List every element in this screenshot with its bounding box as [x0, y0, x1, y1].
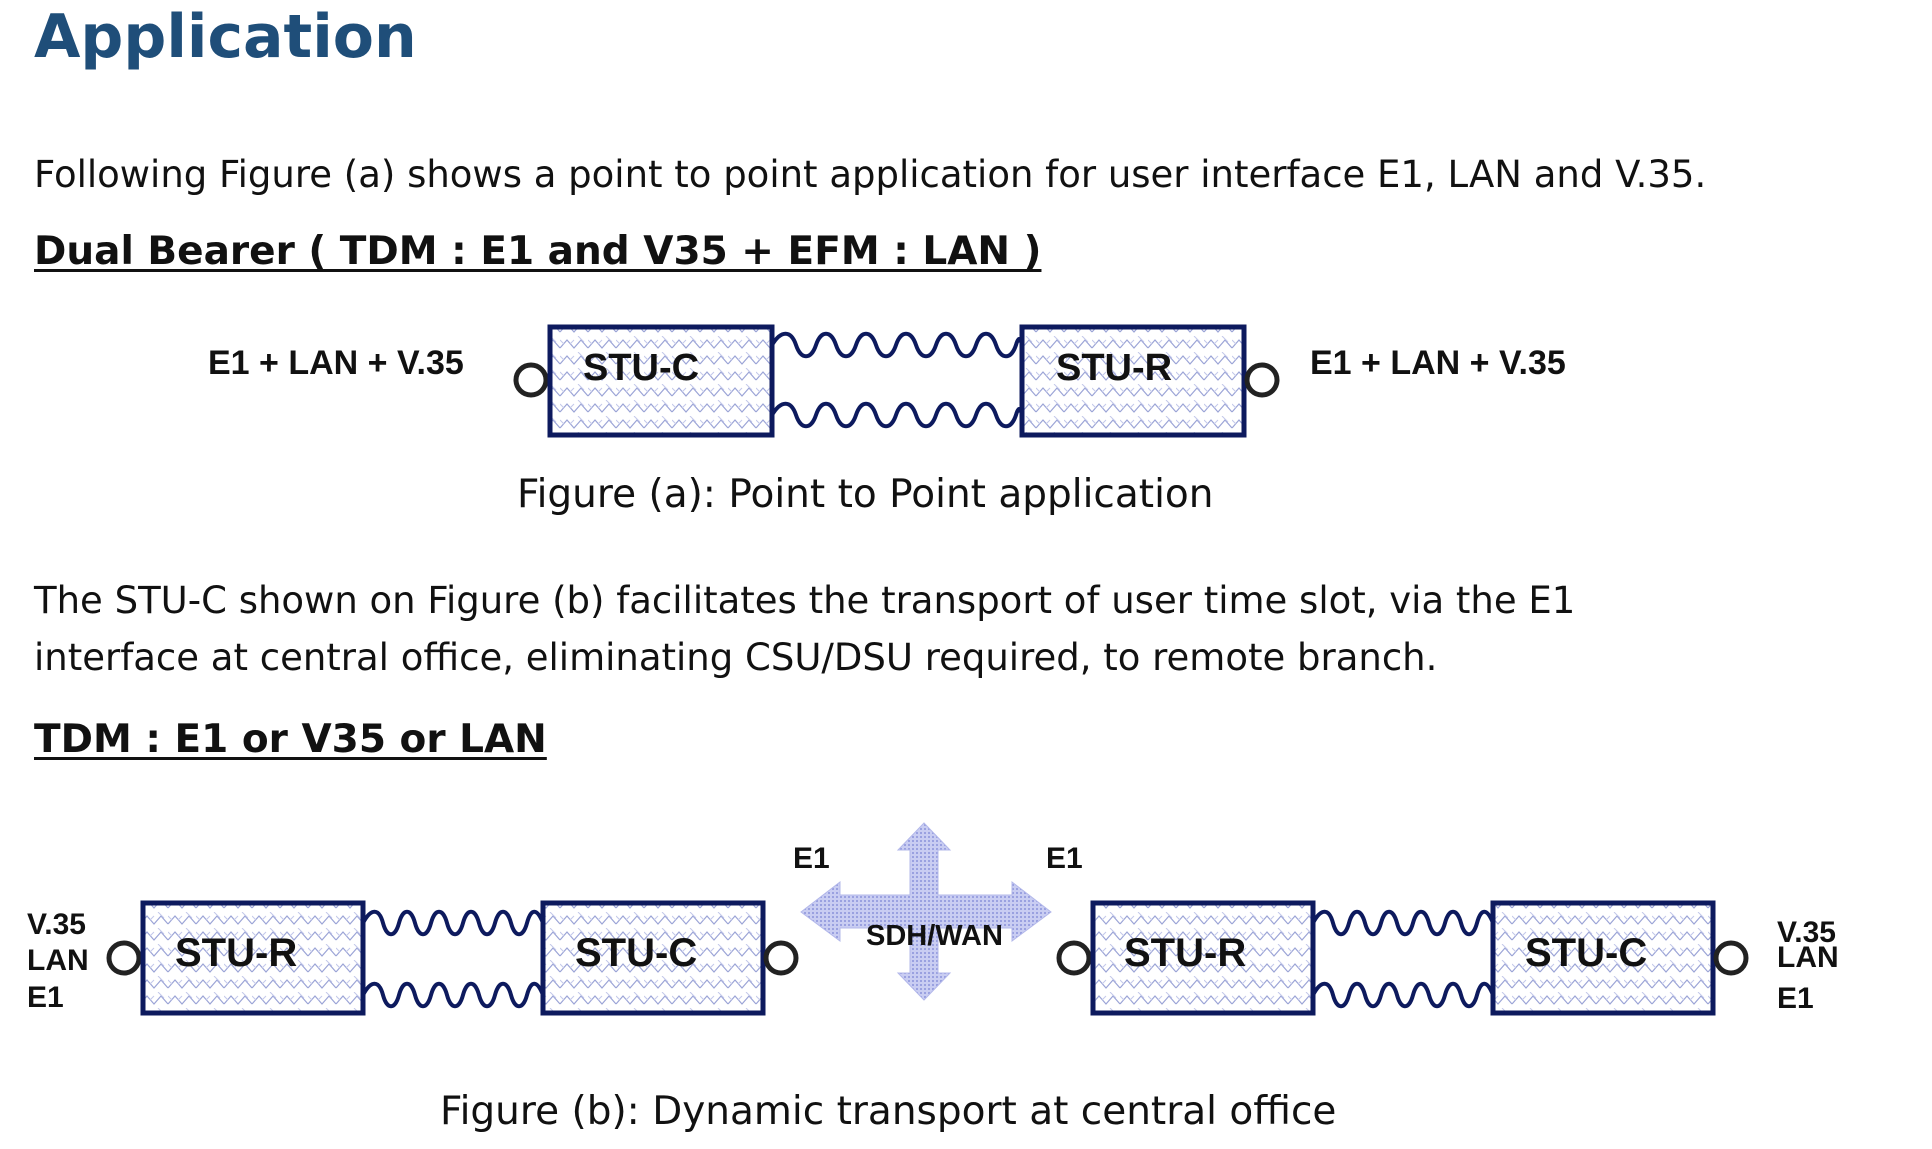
fig-b-left-port-v35: V.35: [27, 908, 86, 941]
fig-b-right-port-v35: V.35: [1777, 916, 1836, 949]
fig-b-left-port-e1: E1: [27, 981, 64, 1014]
fig-b-right-connector-icon: [1713, 940, 1749, 976]
figure-a-caption: Figure (a): Point to Point application: [517, 472, 1214, 517]
fig-a-left-label: E1 + LAN + V.35: [208, 344, 464, 382]
fig-b-box-4-stu-c: [1490, 900, 1716, 1016]
fig-b-twisted-pair-1-top: [361, 909, 545, 937]
fig-b-left-port-lan: LAN: [27, 944, 89, 977]
fig-a-right-connector-icon: [1244, 362, 1280, 398]
page-title: Application: [34, 2, 417, 72]
section-heading-tdm: TDM : E1 or V35 or LAN: [34, 717, 547, 762]
fig-b-box-3-stu-r: [1090, 900, 1316, 1016]
fig-a-left-connector-icon: [513, 362, 549, 398]
fig-b-right-port-e1: E1: [1777, 982, 1814, 1015]
fig-b-center-right-connector-icon: [1056, 940, 1092, 976]
fig-b-center-left-connector-icon: [763, 940, 799, 976]
fig-a-twisted-pair-top: [770, 331, 1024, 359]
fig-b-box-3-label: STU-R: [1124, 931, 1246, 975]
fig-b-e1-left-label: E1: [793, 842, 830, 875]
fig-b-box-2-label: STU-C: [575, 931, 697, 975]
fig-a-box-stu-r: [1019, 324, 1247, 438]
sdh-wan-four-way-arrow-icon: [800, 822, 1052, 1001]
fig-a-twisted-pair-bottom: [770, 401, 1024, 429]
intro-text: Following Figure (a) shows a point to po…: [34, 153, 1707, 196]
paragraph-line-2: interface at central office, eliminating…: [34, 636, 1438, 679]
fig-b-box-1-label: STU-R: [175, 931, 297, 975]
fig-a-box-stu-c-label: STU-C: [583, 347, 699, 389]
fig-b-box-4-label: STU-C: [1525, 931, 1647, 975]
fig-b-left-connector-icon: [106, 940, 142, 976]
figure-b-caption: Figure (b): Dynamic transport at central…: [440, 1089, 1337, 1134]
fig-a-right-label: E1 + LAN + V.35: [1310, 344, 1566, 382]
fig-b-twisted-pair-1-bottom: [361, 981, 545, 1009]
section-heading-dual-bearer: Dual Bearer ( TDM : E1 and V35 + EFM : L…: [34, 229, 1042, 274]
figure-b: V.35 LAN E1 STU-R STU-C E1 E1 SDH/WAN ST…: [27, 822, 1839, 1016]
fig-a-box-stu-r-label: STU-R: [1056, 347, 1172, 389]
fig-b-e1-right-label: E1: [1046, 842, 1083, 875]
fig-b-twisted-pair-2-bottom: [1311, 981, 1495, 1009]
paragraph-line-1: The STU-C shown on Figure (b) facilitate…: [34, 579, 1576, 622]
fig-b-box-1-stu-r: [140, 900, 366, 1016]
fig-b-twisted-pair-2-top: [1311, 909, 1495, 937]
fig-b-box-2-stu-c: [540, 900, 766, 1016]
fig-b-right-port-lan: LAN: [1777, 941, 1839, 974]
fig-a-box-stu-c: [547, 324, 775, 438]
figure-a: E1 + LAN + V.35 STU-C STU-R E1 + LAN + V…: [208, 324, 1566, 438]
sdh-wan-label: SDH/WAN: [866, 920, 1003, 952]
